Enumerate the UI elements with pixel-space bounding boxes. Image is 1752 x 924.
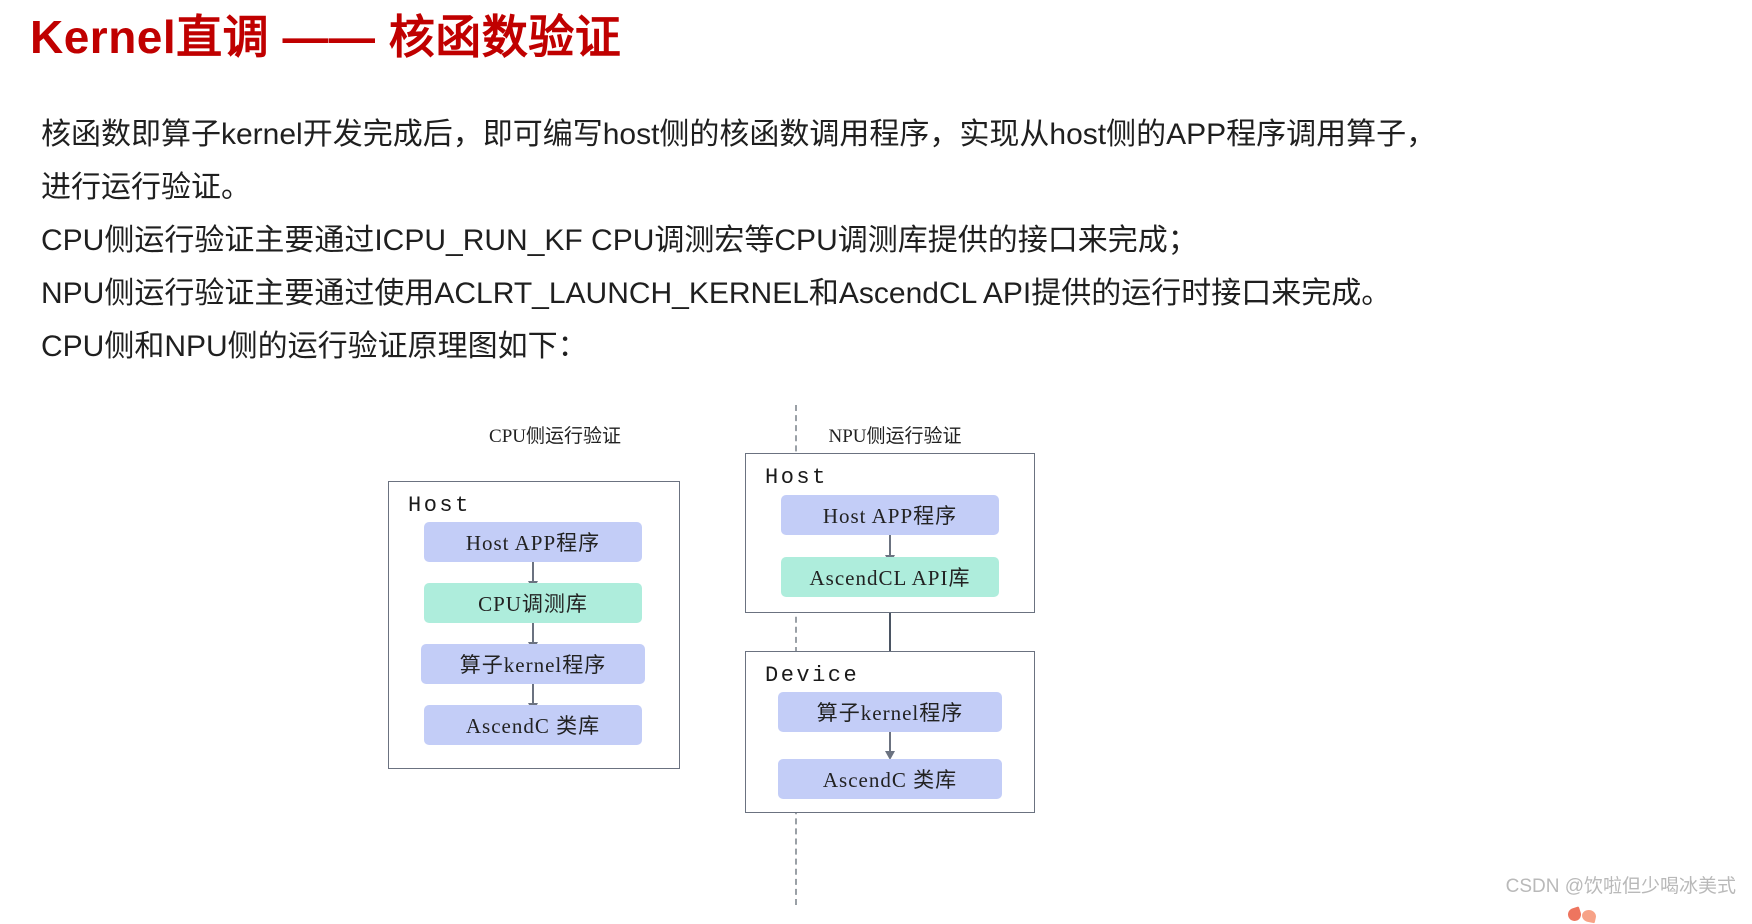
npu-side-caption: NPU侧运行验证	[828, 426, 962, 447]
npu-node-ascendc-lib[interactable]: AscendC 类库	[778, 759, 1002, 799]
cpu-arrow-1	[528, 562, 538, 590]
verification-diagram: CPU侧运行验证 Host Host APP程序 CPU调测库 算子kernel…	[0, 405, 1752, 905]
npu-arrow-2	[885, 732, 895, 760]
body-text-block: 核函数即算子kernel开发完成后，即可编写host侧的核函数调用程序，实现从h…	[41, 108, 1731, 373]
cpu-side-caption: CPU侧运行验证	[489, 426, 621, 447]
cpu-arrow-2	[528, 623, 538, 651]
npu-host-group-label: Host	[765, 465, 828, 490]
npu-node-operator-kernel[interactable]: 算子kernel程序	[778, 692, 1002, 732]
page-title: Kernel直调 —— 核函数验证	[30, 11, 622, 63]
npu-node-ascendcl-api[interactable]: AscendCL API库	[781, 557, 999, 597]
csdn-logo-icon	[1566, 904, 1600, 924]
cpu-node-ascendc-lib[interactable]: AscendC 类库	[424, 705, 642, 745]
cpu-arrow-3	[528, 684, 538, 712]
npu-host-device-connector	[889, 613, 891, 653]
npu-device-group-label: Device	[765, 663, 860, 688]
cpu-node-operator-kernel[interactable]: 算子kernel程序	[421, 644, 645, 684]
npu-node-host-app[interactable]: Host APP程序	[781, 495, 999, 535]
cpu-host-group-label: Host	[408, 493, 471, 518]
body-paragraph-1-line-2: 进行运行验证。	[41, 171, 251, 204]
cpu-node-cpu-debug-lib[interactable]: CPU调测库	[424, 583, 642, 623]
body-line-diagram-intro: CPU侧和NPU侧的运行验证原理图如下：	[41, 330, 588, 363]
body-line-cpu-verification: CPU侧运行验证主要通过ICPU_RUN_KF CPU调测宏等CPU调测库提供的…	[41, 224, 1198, 257]
csdn-watermark: CSDN @饮啦但少喝冰美式	[1505, 876, 1736, 897]
cpu-node-host-app[interactable]: Host APP程序	[424, 522, 642, 562]
body-paragraph-1-line-1: 核函数即算子kernel开发完成后，即可编写host侧的核函数调用程序，实现从h…	[41, 118, 1437, 151]
body-line-npu-verification: NPU侧运行验证主要通过使用ACLRT_LAUNCH_KERNEL和Ascend…	[41, 277, 1392, 310]
npu-arrow-1	[885, 535, 895, 564]
